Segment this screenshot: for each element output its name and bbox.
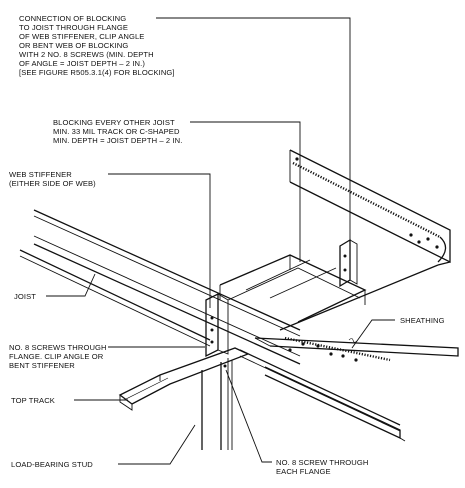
svg-text:(EITHER SIDE OF WEB): (EITHER SIDE OF WEB) (9, 179, 96, 188)
svg-text:CONNECTION OF BLOCKING: CONNECTION OF BLOCKING (19, 14, 126, 23)
svg-text:WITH 2 NO. 8 SCREWS (MIN. DEPT: WITH 2 NO. 8 SCREWS (MIN. DEPTH (19, 50, 154, 59)
screw-each-flange-label: NO. 8 SCREW THROUGH EACH FLANGE (276, 458, 368, 476)
screws-through-label: NO. 8 SCREWS THROUGH FLANGE. CLIP ANGLE … (9, 343, 107, 370)
sheathing-label: SHEATHING (400, 316, 445, 325)
web-stiffener (205, 292, 229, 358)
svg-text:TOP TRACK: TOP TRACK (11, 396, 55, 405)
sheathing-screws (288, 157, 439, 362)
joist-lower-front (19, 249, 211, 347)
svg-text:WEB STIFFENER: WEB STIFFENER (9, 170, 72, 179)
sheathing-panel (254, 149, 459, 362)
sheathing-edge-hatch (292, 161, 441, 239)
load-bearing-stud (201, 358, 233, 450)
joist-label: JOIST (14, 292, 36, 301)
svg-text:NO. 8 SCREWS THROUGH: NO. 8 SCREWS THROUGH (9, 343, 107, 352)
svg-text:JOIST: JOIST (14, 292, 36, 301)
load-bearing-stud-label: LOAD-BEARING STUD (11, 460, 93, 469)
blocking-member (219, 254, 367, 323)
svg-text:MIN. DEPTH = JOIST DEPTH – 2 I: MIN. DEPTH = JOIST DEPTH – 2 IN. (53, 136, 182, 145)
web-stiffener-label: WEB STIFFENER (EITHER SIDE OF WEB) (9, 170, 96, 188)
svg-text:LOAD-BEARING STUD: LOAD-BEARING STUD (11, 460, 93, 469)
leader-lines (46, 17, 395, 465)
blocking-label: BLOCKING EVERY OTHER JOIST MIN. 33 MIL T… (53, 118, 182, 145)
svg-text:BLOCKING EVERY OTHER JOIST: BLOCKING EVERY OTHER JOIST (53, 118, 175, 127)
joist-right-long (239, 349, 406, 442)
svg-text:MIN. 33 MIL TRACK OR C-SHAPED: MIN. 33 MIL TRACK OR C-SHAPED (53, 127, 180, 136)
svg-text:EACH FLANGE: EACH FLANGE (276, 467, 331, 476)
blocking-clip-angle (339, 238, 358, 288)
svg-text:TO JOIST THROUGH FLANGE: TO JOIST THROUGH FLANGE (19, 23, 128, 32)
connection-label: CONNECTION OF BLOCKING TO JOIST THROUGH … (19, 14, 175, 77)
svg-text:SHEATHING: SHEATHING (400, 316, 445, 325)
svg-text:OF WEB STIFFENER, CLIP ANGLE: OF WEB STIFFENER, CLIP ANGLE (19, 32, 144, 41)
svg-text:NO. 8 SCREW THROUGH: NO. 8 SCREW THROUGH (276, 458, 368, 467)
svg-text:FLANGE. CLIP ANGLE OR: FLANGE. CLIP ANGLE OR (9, 352, 104, 361)
joist-upper (33, 209, 301, 365)
svg-text:BENT STIFFENER: BENT STIFFENER (9, 361, 75, 370)
svg-text:OF ANGLE = JOIST DEPTH – 2 IN.: OF ANGLE = JOIST DEPTH – 2 IN.) (19, 59, 145, 68)
top-track-label: TOP TRACK (11, 396, 55, 405)
sheathing-front-hatch (284, 336, 391, 362)
top-track (118, 347, 250, 411)
svg-text:[SEE FIGURE R505.3.1(4) FOR BL: [SEE FIGURE R505.3.1(4) FOR BLOCKING] (19, 68, 175, 77)
svg-text:OR BENT WEB OF BLOCKING: OR BENT WEB OF BLOCKING (19, 41, 128, 50)
